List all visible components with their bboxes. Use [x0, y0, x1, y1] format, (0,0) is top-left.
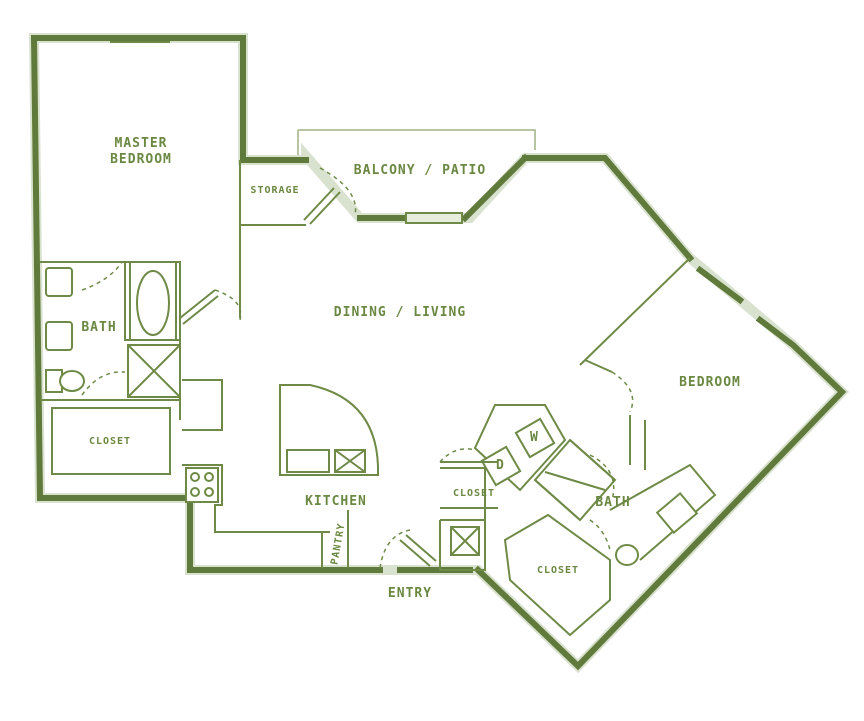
washer-icon [514, 417, 556, 459]
kitchen-sink-icon [286, 449, 330, 473]
dryer-label: D [496, 458, 504, 473]
label-bedroom-closet: CLOSET [536, 565, 580, 576]
bedroom-wall [579, 257, 691, 470]
storage-door-arc [319, 167, 357, 216]
balcony-wall [357, 153, 530, 223]
label-master-bedroom: MASTER BEDROOM [110, 136, 172, 167]
sink-icon [655, 491, 699, 535]
closet-door-arc [589, 519, 611, 551]
burner-icon [190, 487, 200, 497]
outer-wall [30, 34, 847, 671]
bathtub-basin-icon [136, 270, 170, 336]
water-heater-cross [450, 526, 480, 556]
entry-door [399, 534, 437, 567]
label-balcony: BALCONY / PATIO [353, 163, 487, 178]
storage-door [303, 187, 341, 225]
toilet-icon [59, 370, 85, 392]
small-closet-arc [439, 448, 476, 463]
bath-door-arc-3 [589, 454, 615, 501]
label-bedroom: BEDROOM [679, 375, 741, 390]
sink-icon [45, 321, 73, 351]
label-bedroom-bath: BATH [595, 495, 631, 510]
small-closet-walls [440, 461, 498, 509]
burner-icon [190, 472, 200, 482]
master-door-arc [214, 289, 242, 321]
shower-cross-2 [534, 439, 616, 521]
label-entry: ENTRY [387, 586, 433, 601]
stove-icon [185, 467, 219, 503]
label-small-closet: CLOSET [452, 488, 496, 499]
burner-icon [204, 472, 214, 482]
label-master-closet: CLOSET [88, 436, 132, 447]
master-closet-box [51, 407, 171, 475]
master-door [179, 289, 219, 325]
balcony-railing [297, 129, 536, 155]
bath-door-arc-2 [81, 371, 126, 396]
shower-cross [127, 344, 181, 398]
dishwasher-cross [334, 449, 366, 473]
laundry-walls [439, 404, 567, 571]
storage-walls [239, 160, 306, 318]
label-storage: STORAGE [250, 185, 300, 196]
burner-icon [204, 487, 214, 497]
sink-icon [45, 267, 73, 297]
bedroom-door-arc [611, 371, 634, 413]
toilet-icon [615, 544, 639, 566]
kitchen-counter [182, 379, 330, 533]
bath-door-arc [81, 261, 123, 291]
sliding-door [405, 212, 463, 224]
pantry-walls [321, 510, 349, 568]
washer-label: W [530, 430, 538, 445]
label-dining-living: DINING / LIVING [333, 305, 467, 320]
label-master-bath: BATH [81, 320, 117, 335]
label-kitchen: KITCHEN [305, 494, 367, 509]
bedroom-closet-walls [503, 513, 611, 637]
dryer-icon [480, 445, 522, 487]
